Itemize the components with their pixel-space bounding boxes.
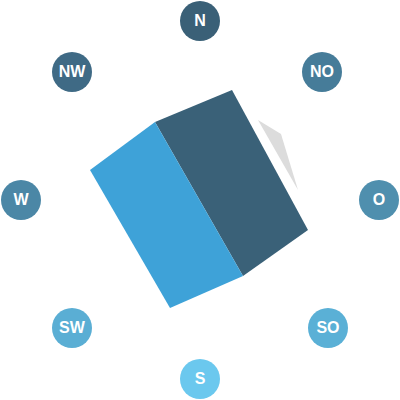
direction-label: N <box>194 13 206 29</box>
compass-point: W <box>1 180 41 220</box>
direction-label: S <box>195 371 206 387</box>
compass-point: O <box>359 180 399 220</box>
compass-point: SO <box>308 308 348 348</box>
compass-point: S <box>180 359 220 399</box>
direction-label: SO <box>316 320 339 336</box>
direction-label: NW <box>59 64 86 80</box>
cube-light-face <box>90 122 243 308</box>
compass-point: NO <box>302 52 342 92</box>
direction-label: O <box>373 192 385 208</box>
direction-label: NO <box>310 64 334 80</box>
compass-point: SW <box>52 308 92 348</box>
compass-point: NW <box>52 52 92 92</box>
direction-label: W <box>13 192 28 208</box>
compass-point: N <box>180 1 220 41</box>
direction-label: SW <box>59 320 85 336</box>
